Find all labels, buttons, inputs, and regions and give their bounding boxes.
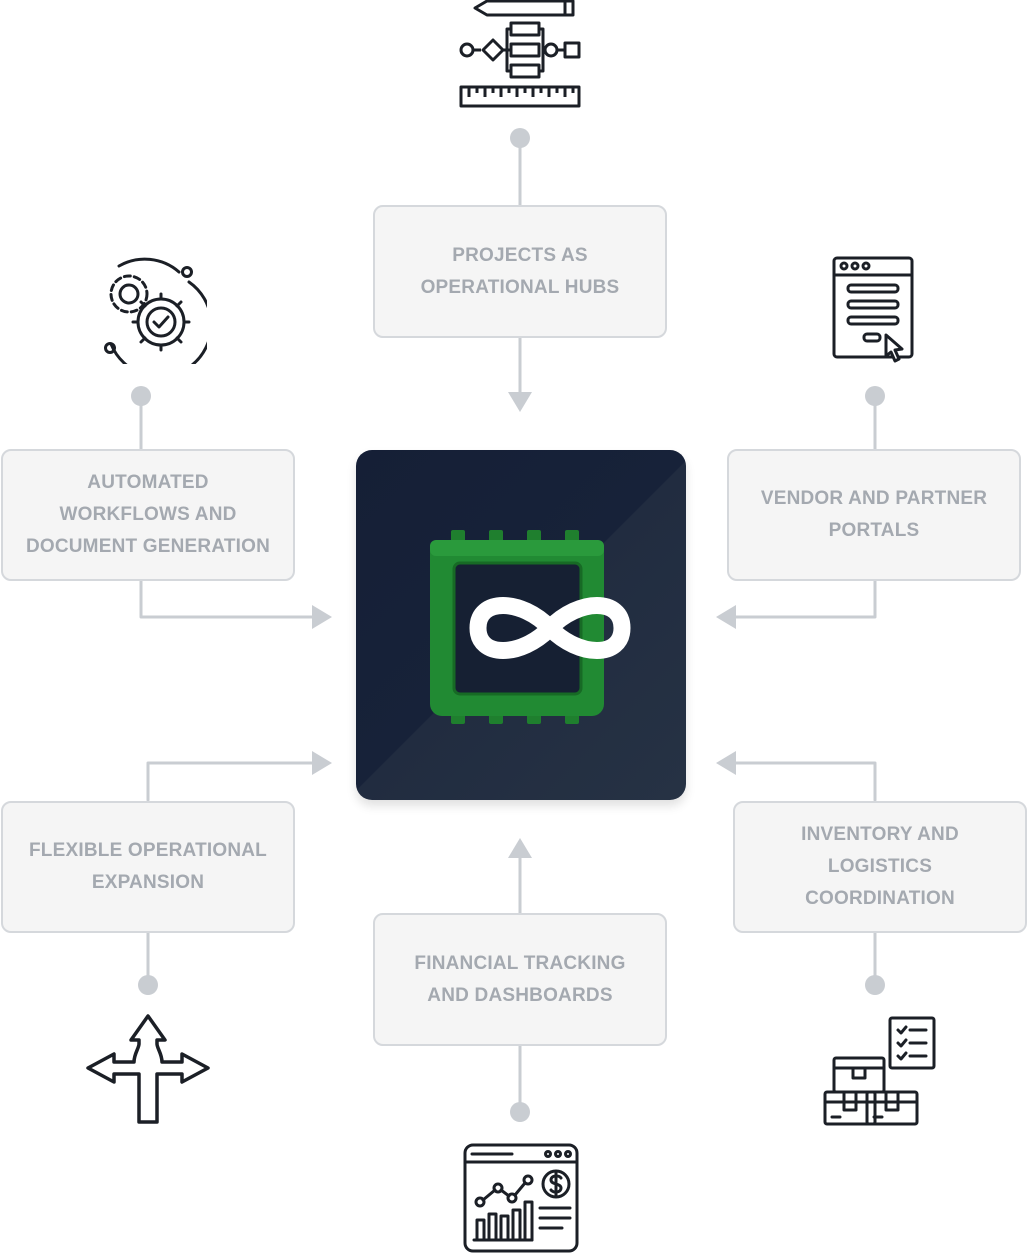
green-chip-infinity-logo	[430, 530, 631, 724]
node-label-projects: PROJECTS AS OPERATIONAL HUBS	[420, 244, 620, 298]
boxes-checklist-icon	[823, 1016, 936, 1126]
connector-flexible-to-hub	[146, 761, 320, 802]
connector-dot	[131, 386, 151, 406]
node-label-inventory: INVENTORY AND LOGISTICS COORDINATION	[801, 824, 959, 909]
gears-check-icon	[104, 257, 207, 364]
connector-inventory-to-hub	[728, 761, 877, 802]
arrowhead-left	[716, 605, 736, 629]
node-label-vendor: VENDOR AND PARTNER PORTALS	[760, 488, 988, 541]
connector-dot	[865, 975, 885, 995]
arrowhead-down	[508, 392, 532, 412]
connector-dot	[138, 975, 158, 995]
web-form-portal-icon	[832, 256, 914, 363]
arrowhead-up	[508, 838, 532, 858]
node-label-flexible: FLEXIBLE OPERATIONAL EXPANSION	[29, 840, 267, 893]
connector-dot	[865, 386, 885, 406]
connector-vendor-to-hub	[728, 578, 877, 619]
node-box-projects: PROJECTS AS OPERATIONAL HUBS	[373, 205, 667, 338]
node-label-automated: AUTOMATED WORKFLOWS AND DOCUMENT GENERAT…	[25, 472, 271, 557]
branching-arrows-icon	[86, 1014, 210, 1124]
node-box-vendor: VENDOR AND PARTNER PORTALS	[727, 449, 1021, 581]
arrowhead-right	[312, 605, 332, 629]
node-label-financial: FINANCIAL TRACKING AND DASHBOARDS	[414, 952, 626, 1006]
arrowhead-right	[312, 751, 332, 775]
node-box-flexible: FLEXIBLE OPERATIONAL EXPANSION	[1, 801, 295, 933]
central-hub	[356, 450, 686, 800]
flowchart-blueprint-icon	[459, 0, 581, 108]
arrowhead-left	[716, 751, 736, 775]
connector-dot	[510, 128, 530, 148]
node-box-financial: FINANCIAL TRACKING AND DASHBOARDS	[373, 913, 667, 1046]
connector-automated-to-hub	[139, 578, 320, 619]
node-box-inventory: INVENTORY AND LOGISTICS COORDINATION	[733, 801, 1027, 933]
node-box-automated: AUTOMATED WORKFLOWS AND DOCUMENT GENERAT…	[1, 449, 295, 581]
connector-dot	[510, 1102, 530, 1122]
financial-dashboard-icon	[463, 1143, 579, 1253]
